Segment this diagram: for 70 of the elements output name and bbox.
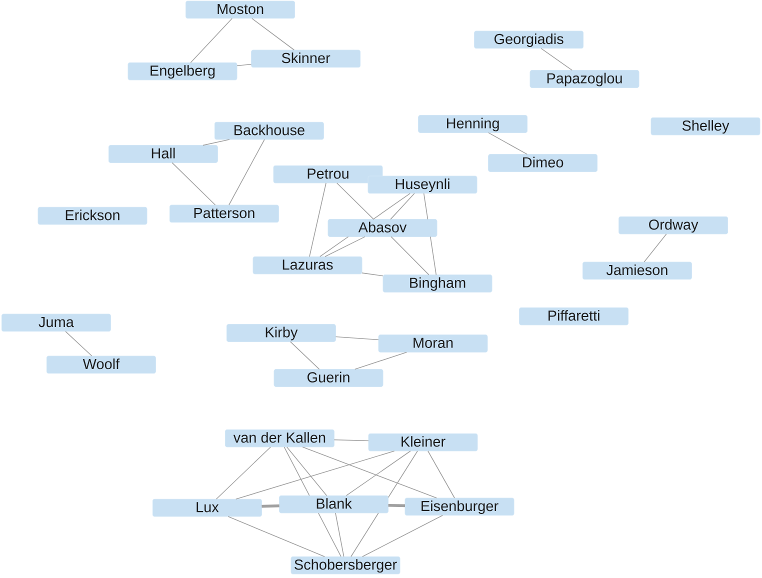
connector-line [216, 446, 272, 500]
name-box: Petrou [273, 165, 383, 184]
name-box: Guerin [274, 369, 384, 387]
connector-line [302, 446, 438, 498]
connector-line [320, 236, 349, 257]
connector-line [202, 139, 230, 146]
connector-line [336, 182, 374, 220]
name-box: Bingham [382, 274, 492, 292]
name-box: Juma [1, 314, 111, 332]
connector-line [228, 139, 265, 206]
connector-line [372, 193, 410, 220]
name-box: van der Kallen [224, 429, 334, 448]
connector-line [362, 272, 384, 276]
connector-line [388, 450, 418, 498]
name-box: Moston [186, 0, 296, 19]
name-box: Patterson [169, 204, 279, 223]
connector-line [286, 446, 328, 496]
name-box: Jamieson [582, 262, 692, 280]
connector-line [190, 18, 233, 63]
connector-line [335, 512, 344, 557]
connector-line [262, 504, 280, 508]
connector-line [252, 18, 295, 50]
name-box: Eisenburger [404, 498, 514, 516]
connector-line [290, 341, 320, 370]
connector-line [540, 48, 573, 71]
connector-line [644, 234, 667, 262]
name-box: Erickson [38, 206, 148, 225]
name-box: Kleiner [368, 433, 478, 452]
connector-line [423, 193, 428, 220]
connector-line [362, 515, 443, 557]
connector-line [350, 512, 379, 557]
connector-line [172, 162, 216, 206]
connector-line [388, 504, 406, 508]
connector-line [390, 236, 430, 276]
name-box: Kirby [226, 324, 336, 342]
connector-line [236, 64, 252, 66]
name-box: Lazuras [252, 256, 362, 274]
connector-line [324, 236, 366, 257]
connector-line [318, 512, 342, 557]
connector-line [334, 439, 369, 442]
name-box: Woolf [46, 356, 156, 374]
name-box: Backhouse [214, 122, 324, 140]
connector-line [354, 352, 408, 370]
name-box: Shelley [650, 117, 760, 136]
name-box: Ordway [618, 216, 728, 234]
name-box: Abasov [328, 219, 438, 237]
connector-line [488, 132, 528, 155]
name-box: Dimeo [488, 154, 598, 172]
name-box: Lux [152, 498, 262, 517]
connector-line [428, 450, 455, 498]
connector-line [430, 236, 437, 276]
name-box: Georgiadis [474, 30, 584, 49]
connector-line [309, 182, 326, 257]
name-box: Engelberg [128, 62, 238, 80]
name-box: Schobersberger [290, 556, 400, 574]
name-box: Huseynli [368, 176, 478, 194]
name-box: Skinner [251, 50, 361, 68]
name-box: Hall [108, 145, 218, 163]
connector-line [346, 450, 411, 496]
connector-line [235, 450, 395, 500]
connector-line [228, 516, 325, 557]
name-box: Moran [378, 334, 488, 352]
name-box: Henning [418, 115, 528, 133]
name-box: Blank [279, 495, 389, 514]
name-box: Papazoglou [530, 70, 640, 88]
name-box: Piffaretti [519, 307, 629, 326]
connector-line [284, 446, 310, 496]
connector-line [390, 193, 415, 220]
connector-line [335, 336, 379, 340]
connector-line [65, 331, 92, 356]
